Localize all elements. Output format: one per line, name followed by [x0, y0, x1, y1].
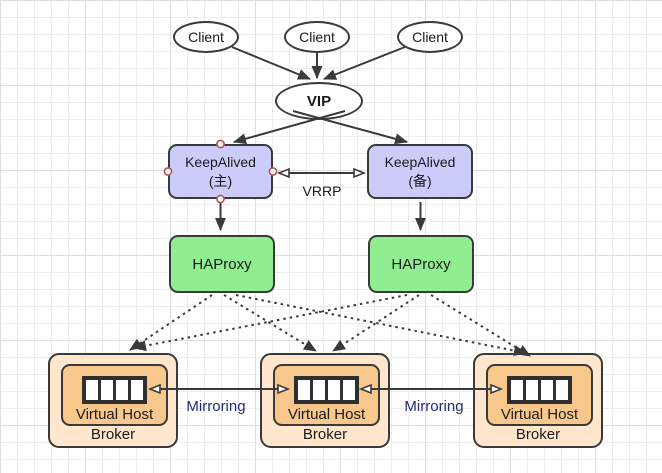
virtual-host-label: Virtual Host	[287, 406, 366, 423]
client-label: Client	[188, 29, 224, 45]
haproxy-right-node[interactable]: HAProxy	[368, 235, 474, 293]
queue-cell	[511, 380, 523, 400]
broker-label: Broker	[302, 426, 348, 443]
queue-cell	[343, 380, 355, 400]
client-node-2[interactable]: Client	[284, 21, 350, 53]
broker-label: Broker	[90, 426, 136, 443]
edge-client3-vip[interactable]	[323, 46, 406, 80]
queue-icon	[82, 376, 147, 404]
keepalived-backup-label: KeepAlived (备)	[385, 153, 456, 189]
queue-cell	[328, 380, 340, 400]
broker-node-2[interactable]: Virtual Host Broker	[260, 353, 390, 448]
queue-cell	[541, 380, 553, 400]
client-node-3[interactable]: Client	[397, 21, 463, 53]
mirroring-edge-label-1: Mirroring	[186, 398, 246, 415]
vip-node[interactable]: VIP	[275, 82, 363, 120]
keepalived-master-label: KeepAlived (主)	[185, 153, 256, 189]
queue-cell	[556, 380, 568, 400]
keepalived-backup-line2: (备)	[408, 172, 432, 189]
virtual-host-box[interactable]: Virtual Host	[61, 364, 168, 426]
keepalived-master-line2: (主)	[208, 172, 233, 189]
virtual-host-box[interactable]: Virtual Host	[486, 364, 593, 426]
broker-label: Broker	[515, 426, 561, 443]
client-label: Client	[412, 29, 448, 45]
edge-haproxy-right-broker1[interactable]	[133, 294, 408, 352]
virtual-host-label: Virtual Host	[500, 406, 579, 423]
edge-client1-vip[interactable]	[231, 46, 311, 80]
queue-cell	[131, 380, 143, 400]
edge-haproxy-right-broker3[interactable]	[430, 294, 531, 357]
haproxy-left-label: HAProxy	[192, 255, 252, 273]
edge-haproxy-left-broker3[interactable]	[235, 294, 527, 357]
edge-haproxy-right-broker2[interactable]	[332, 294, 420, 352]
queue-cell	[101, 380, 113, 400]
virtual-host-box[interactable]: Virtual Host	[273, 364, 380, 426]
queue-cell	[86, 380, 98, 400]
vip-label: VIP	[306, 92, 332, 110]
queue-cell	[298, 380, 310, 400]
edge-haproxy-left-broker2[interactable]	[223, 294, 317, 352]
client-node-1[interactable]: Client	[173, 21, 239, 53]
haproxy-right-label: HAProxy	[391, 255, 451, 273]
queue-cell	[313, 380, 325, 400]
keepalived-backup-node[interactable]: KeepAlived (备)	[367, 144, 473, 199]
queue-cell	[116, 380, 128, 400]
edge-haproxy-left-broker1[interactable]	[129, 294, 213, 351]
haproxy-left-node[interactable]: HAProxy	[169, 235, 275, 293]
vrrp-edge-label: VRRP	[302, 183, 342, 199]
mirroring-edge-label-2: Mirroring	[404, 398, 464, 415]
keepalived-master-line1: KeepAlived	[185, 154, 256, 171]
keepalived-backup-line1: KeepAlived	[384, 154, 456, 171]
broker-node-3[interactable]: Virtual Host Broker	[473, 353, 603, 448]
client-label: Client	[299, 29, 335, 45]
queue-icon	[507, 376, 572, 404]
queue-cell	[526, 380, 538, 400]
virtual-host-label: Virtual Host	[75, 406, 154, 423]
queue-icon	[294, 376, 359, 404]
broker-node-1[interactable]: Virtual Host Broker	[48, 353, 178, 448]
keepalived-master-node[interactable]: KeepAlived (主)	[168, 144, 273, 199]
